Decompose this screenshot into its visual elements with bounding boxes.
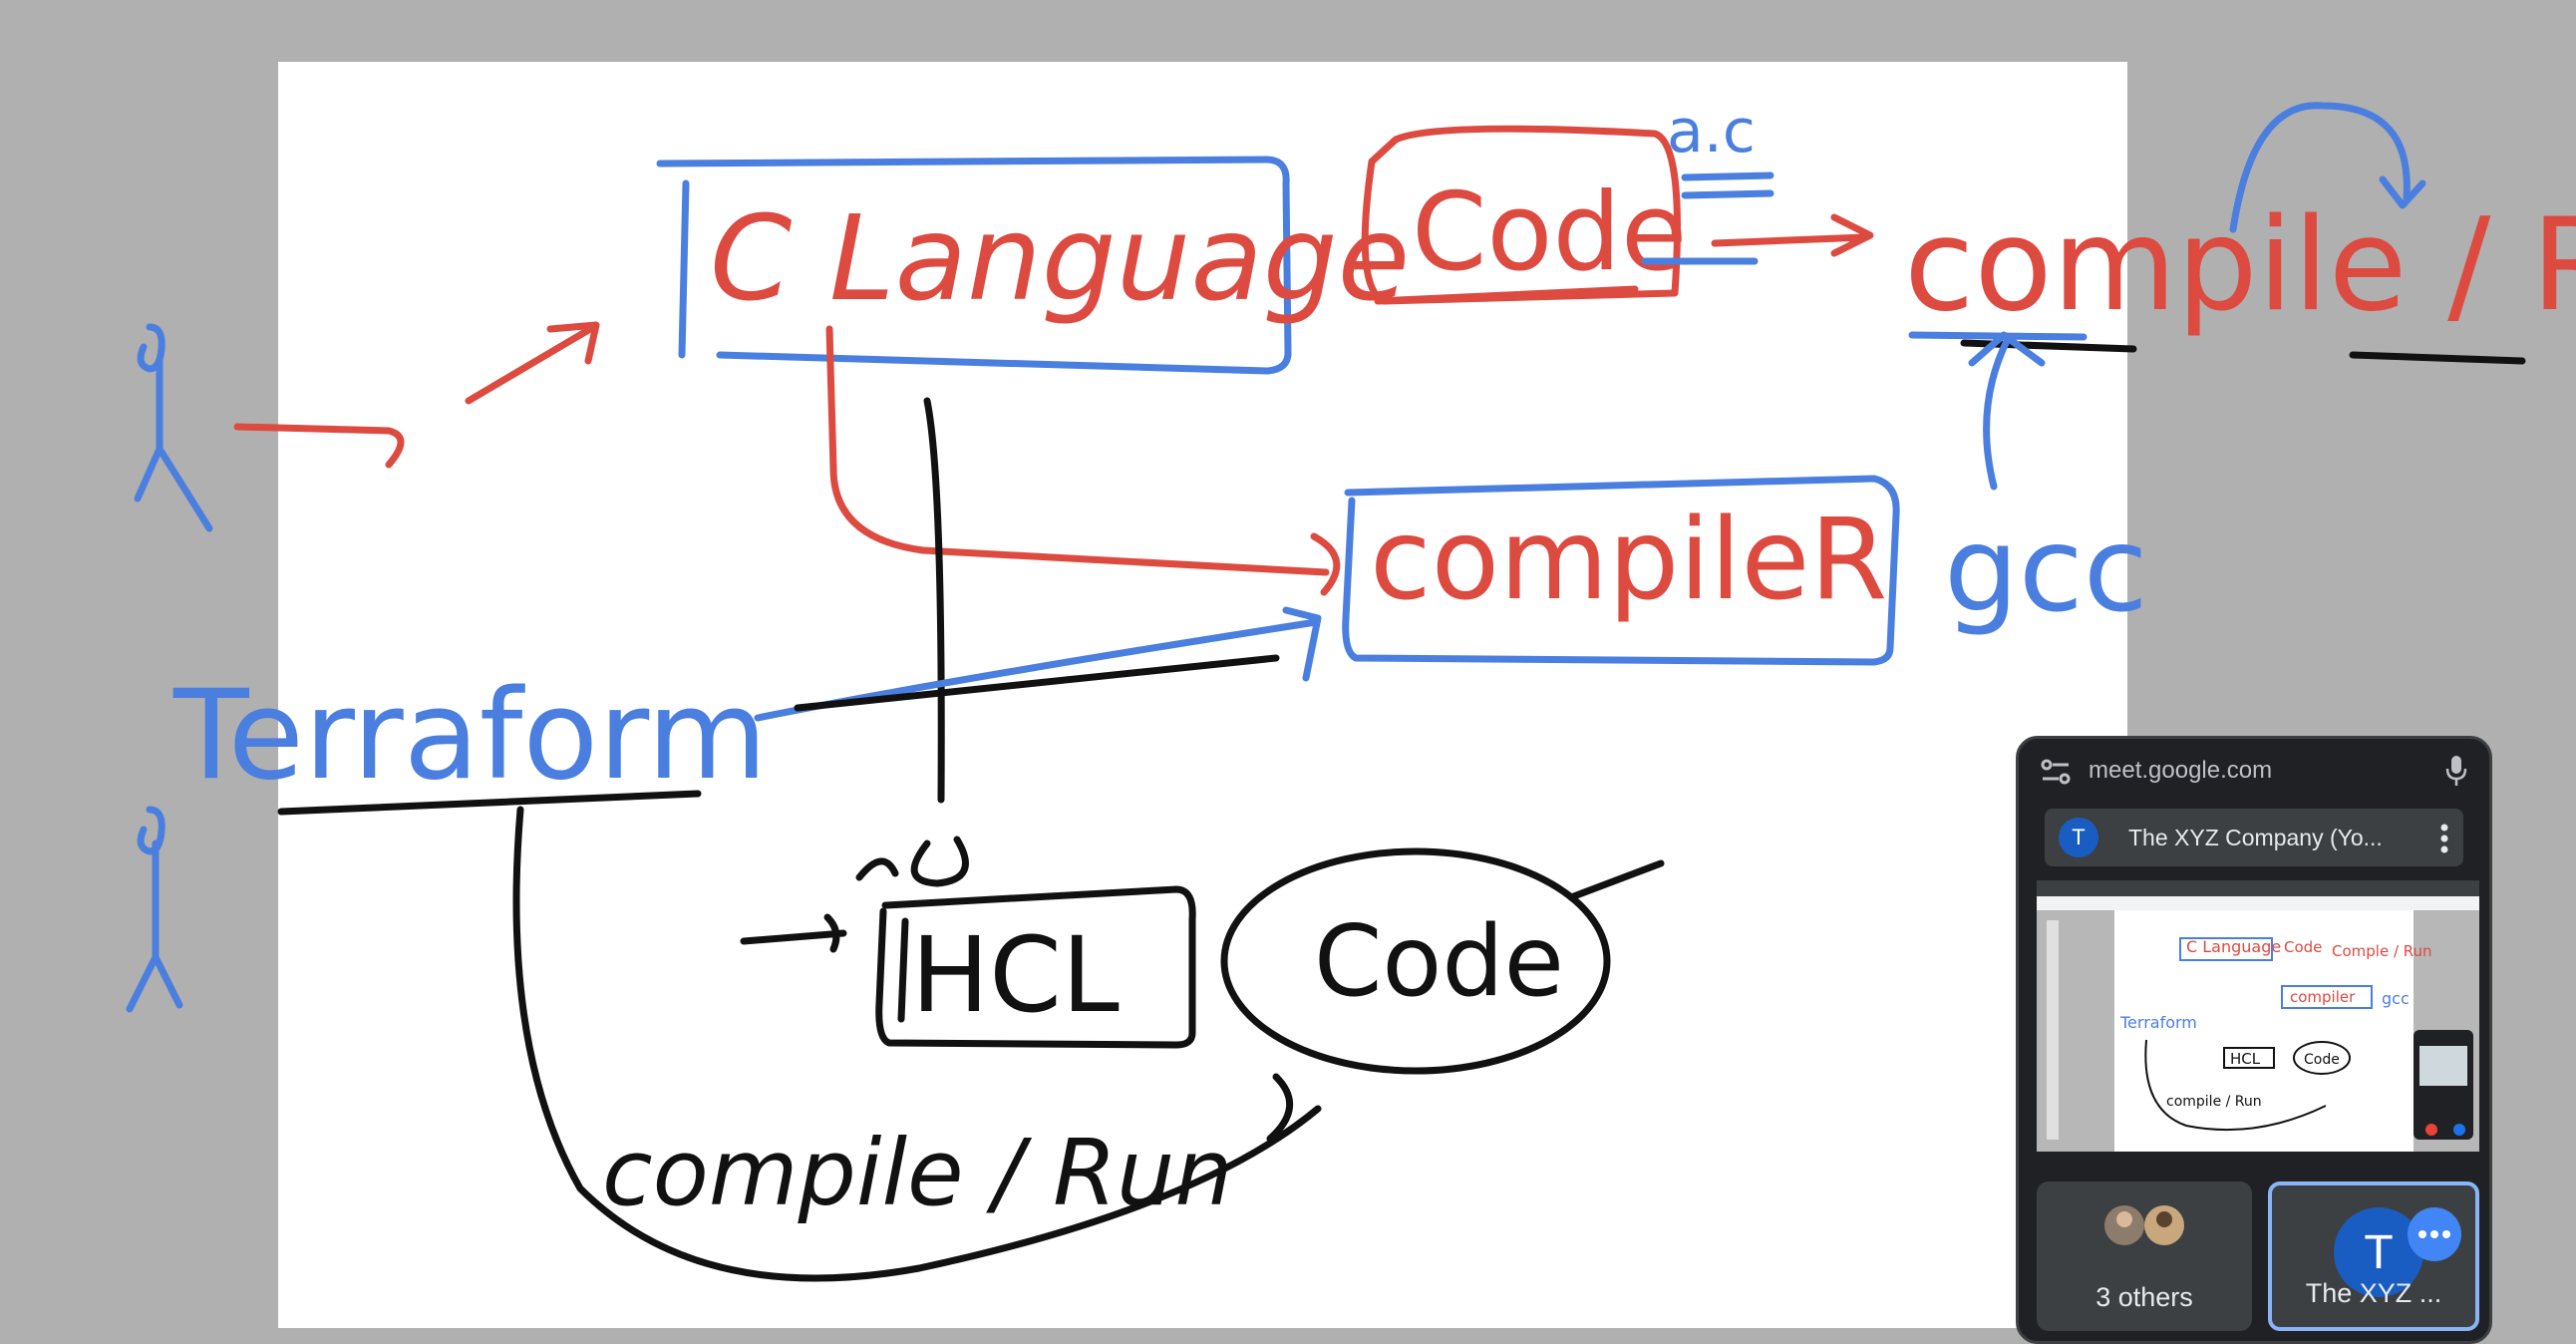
participant-tile-others[interactable]: 3 others [2037, 1181, 2252, 1331]
preview-code-black: Code [2304, 1052, 2340, 1068]
meeting-name: The XYZ Company (Yo... [2128, 825, 2383, 850]
hcl-text: HCL [911, 914, 1120, 1036]
code-black-tick [1567, 859, 1665, 901]
more-horiz-icon[interactable] [2408, 1207, 2461, 1261]
compile-run-black-underline [1960, 339, 2526, 365]
pip-url-text: meet.google.com [2089, 757, 2273, 784]
red-arrow-2 [465, 321, 600, 405]
preview-compiler: compiler [2290, 988, 2356, 1006]
pip-url-bar: meet.google.com [2019, 739, 2489, 803]
pip-meeting-row[interactable]: T The XYZ Company (Yo... [2045, 809, 2463, 866]
self-avatar: T [2334, 1207, 2423, 1297]
terraform-text: Terraform [172, 664, 768, 808]
code-black-text: Code [1314, 905, 1564, 1019]
preview-hcl: HCL [2230, 1050, 2261, 1068]
compiler-box [1342, 475, 1900, 666]
compile-run-black-text: compile / Run [602, 1120, 1233, 1226]
shared-screen-preview[interactable]: C Language Code Comple / Run compiler gc… [2037, 880, 2479, 1152]
mic-icon[interactable] [2445, 755, 2467, 787]
ac-underline [1681, 171, 1774, 199]
ac-text: a.c [1667, 97, 1756, 167]
gcc-text: gcc [1944, 501, 2148, 638]
preview-compile-run: Comple / Run [2332, 942, 2432, 960]
black-connector-down [855, 397, 969, 887]
compile-run-red-text: compile / Run [1904, 191, 2576, 340]
c-language-box [656, 156, 1292, 375]
tune-icon[interactable] [2041, 759, 2071, 785]
preview-terraform: Terraform [2119, 1013, 2197, 1032]
participant-tile-self[interactable]: T The XYZ ... [2268, 1181, 2479, 1331]
meeting-avatar: T [2059, 818, 2098, 857]
hcl-arrow-in [740, 913, 847, 953]
more-vert-icon[interactable] [2439, 823, 2449, 854]
preview-compile-run-black: compile / Run [2166, 1094, 2262, 1110]
self-label: The XYZ ... [2305, 1278, 2442, 1308]
red-arrow-1 [233, 423, 405, 469]
preview-thumbnail: C Language Code Comple / Run compiler gc… [2037, 880, 2479, 1152]
code-black-ellipse [1220, 847, 1611, 1075]
others-avatars [2104, 1205, 2184, 1245]
preview-code: Code [2284, 938, 2322, 956]
terraform-underline [277, 790, 702, 816]
meet-pip-window[interactable]: meet.google.com T The XYZ Company (Yo...… [2016, 736, 2492, 1344]
preview-gcc: gcc [2382, 989, 2410, 1008]
whiteboard-canvas[interactable] [278, 62, 2127, 1328]
preview-c-language: C Language [2186, 937, 2281, 956]
code-red-text: Code [1412, 170, 1688, 295]
terraform-black-line [794, 654, 1280, 712]
others-label: 3 others [2095, 1282, 2193, 1312]
code-red-box [1361, 125, 1681, 305]
blue-loop-arrow [2229, 102, 2426, 233]
c-language-text: C Language [710, 189, 1410, 327]
stick-figure-top [134, 323, 213, 532]
gcc-arrow-up [1968, 331, 2046, 491]
red-connector [825, 325, 1341, 596]
stick-figure-bottom [126, 806, 183, 1013]
hcl-box [875, 885, 1196, 1049]
red-arrow-to-compile [1711, 213, 1874, 257]
black-loop-curve [512, 806, 1322, 1282]
compiler-text: compileR [1370, 496, 1887, 625]
